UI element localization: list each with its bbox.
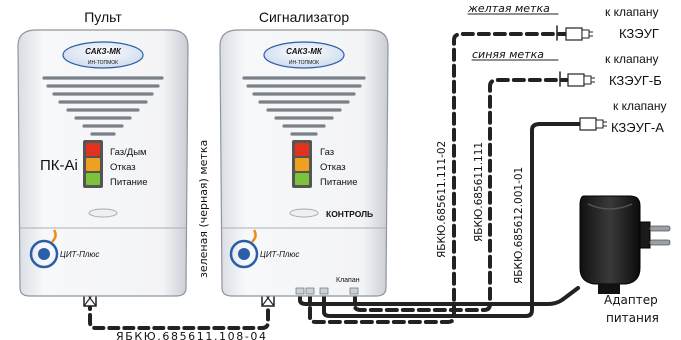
cable-c2-label: ЯБКЮ.685611.111 xyxy=(473,142,485,242)
valve-plug-2 xyxy=(567,73,595,87)
alarm-led-label-2: Отказ xyxy=(320,162,346,173)
remote-led-label-3: Питание xyxy=(110,177,148,188)
alarm-port-1 xyxy=(295,287,305,295)
yellow-tag-label: желтая метка xyxy=(467,2,550,15)
remote-brand-logo: ЦИТ-Плюс xyxy=(29,229,99,269)
remote-brand: ЦИТ-Плюс xyxy=(60,250,99,259)
alarm-brand: ЦИТ-Плюс xyxy=(260,250,299,259)
adapter-pin-2 xyxy=(649,239,671,246)
valve-plug-3 xyxy=(579,117,607,131)
cable-c3-label: ЯБКЮ.685612.001-01 xyxy=(513,167,525,284)
remote-button xyxy=(88,208,118,218)
bottom-cable-label: ЯБКЮ.685611.108-04 xyxy=(116,330,266,340)
alarm-control-label: КОНТРОЛЬ xyxy=(326,209,373,219)
remote-led-label-2: Отказ xyxy=(110,162,136,173)
cable-kzeug-b xyxy=(353,78,570,312)
remote-led-orange xyxy=(86,158,100,171)
cable-kzeug-a xyxy=(322,122,582,318)
power-adapter xyxy=(579,195,671,294)
alarm-led-label-3: Питание xyxy=(320,177,358,188)
valve-3-line2: КЗЭУГ-А xyxy=(611,120,664,135)
alarm-port-2 xyxy=(305,287,315,295)
remote-led-green xyxy=(86,173,100,185)
valve-2-line2: КЗЭУГ-Б xyxy=(609,73,662,88)
remote-title: Пульт xyxy=(84,9,122,25)
cable-c1-label: ЯБКЮ.685611.111-02 xyxy=(436,141,448,258)
alarm-brand-logo: ЦИТ-Плюс xyxy=(229,229,299,269)
adapter-label-line1: Адаптер xyxy=(604,293,658,307)
alarm-led-red xyxy=(295,143,309,156)
cable-kzeug xyxy=(308,32,568,324)
green-tag-label: зеленая (черная) метка xyxy=(197,140,210,278)
remote-led-red xyxy=(86,143,100,156)
remote-device: САКЗ-МК ИН-ТОПМОК ПК-Ai Газ/Дым Отказ Пи… xyxy=(17,29,189,297)
blue-tag-label: синяя метка xyxy=(472,48,544,61)
alarm-led-green xyxy=(295,173,309,185)
valve-1-line1: к клапану xyxy=(605,5,658,19)
valve-2-line1: к клапану xyxy=(605,52,658,66)
cables xyxy=(88,13,582,330)
valve-3-line1: к клапану xyxy=(613,99,666,113)
alarm-port-4 xyxy=(349,287,359,295)
alarm-port-label: Клапан xyxy=(336,277,360,284)
alarm-led-label-1: Газ xyxy=(320,147,334,158)
remote-badge-line2: ИН-ТОПМОК xyxy=(88,60,118,66)
remote-led-label-1: Газ/Дым xyxy=(110,147,147,158)
valve-plug-1 xyxy=(565,27,593,41)
remote-vent xyxy=(42,76,164,136)
valve-1-line2: КЗЭУГ xyxy=(619,26,659,41)
alarm-port-3 xyxy=(319,287,329,295)
adapter-cable xyxy=(298,286,580,306)
alarm-badge-line1: САКЗ-МК xyxy=(286,47,323,56)
alarm-device: САКЗ-МК ИН-ТОПМОК Газ Отказ Питание КОНТ… xyxy=(219,29,389,297)
remote-badge: САКЗ-МК ИН-ТОПМОК xyxy=(62,41,144,69)
alarm-badge: САКЗ-МК ИН-ТОПМОК xyxy=(263,41,345,69)
remote-badge-line1: САКЗ-МК xyxy=(85,47,122,56)
alarm-led-orange xyxy=(295,158,309,171)
adapter-label-line2: питания xyxy=(606,311,659,325)
alarm-control-button xyxy=(289,208,319,218)
bottom-cable xyxy=(88,298,270,330)
alarm-badge-line2: ИН-ТОПМОК xyxy=(289,60,319,66)
alarm-vent xyxy=(242,76,366,136)
adapter-pin-1 xyxy=(649,225,671,232)
remote-model-label: ПК-Ai xyxy=(40,157,78,174)
alarm-title: Сигнализатор xyxy=(259,9,349,25)
